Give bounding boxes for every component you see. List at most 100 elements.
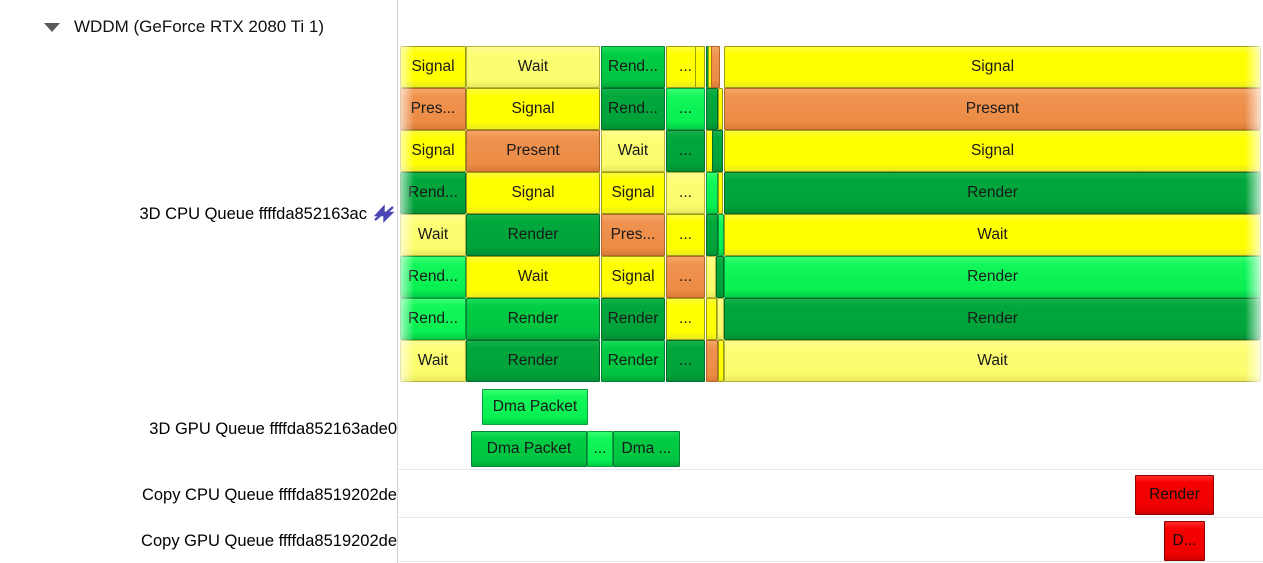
timeline-segment[interactable]: Wait — [601, 130, 665, 172]
group-header-wddm[interactable]: WDDM (GeForce RTX 2080 Ti 1) — [0, 12, 396, 42]
timeline-segment[interactable]: ... — [587, 431, 613, 467]
collapse-arrows-icon[interactable] — [371, 203, 397, 225]
timeline-segment[interactable] — [716, 256, 724, 298]
timeline-segment[interactable] — [706, 214, 718, 256]
timeline-segment[interactable]: Wait — [466, 256, 600, 298]
row-label-3d-cpu-queue[interactable]: 3D CPU Queue ffffda852163ac — [1, 201, 397, 227]
row-label-3d-gpu-queue[interactable]: 3D GPU Queue ffffda852163ade0 — [1, 416, 397, 442]
row-label-text: Copy CPU Queue ffffda8519202de — [141, 485, 397, 504]
segment-label: Signal — [970, 142, 1015, 159]
timeline-segment[interactable] — [706, 256, 716, 298]
timeline-segment[interactable] — [718, 214, 724, 256]
timeline-segment[interactable]: Render — [466, 298, 600, 340]
segment-label: Present — [506, 142, 560, 159]
segment-label: ... — [679, 58, 692, 75]
segment-label: Signal — [511, 184, 555, 201]
cpu-queue-lane: Wait Render Render... Wait — [398, 340, 1263, 382]
timeline-segment[interactable]: Signal — [724, 46, 1261, 88]
timeline-segment[interactable] — [706, 340, 718, 382]
segment-label: Render — [967, 268, 1018, 285]
segment-label: D... — [1172, 532, 1197, 549]
timeline-segment[interactable]: Render — [466, 340, 600, 382]
timeline-segment[interactable]: Render — [724, 298, 1261, 340]
timeline-segment[interactable] — [695, 46, 705, 88]
timeline-segment[interactable]: ... — [666, 88, 705, 130]
timeline-segment[interactable]: ... — [666, 256, 705, 298]
timeline-segment[interactable]: ... — [666, 298, 705, 340]
timeline-segment[interactable]: Wait — [466, 46, 600, 88]
segment-label: Render — [607, 310, 659, 327]
segment-label: ... — [679, 352, 692, 369]
timeline-segment[interactable]: Dma ... — [613, 431, 680, 467]
segment-label: ... — [679, 184, 692, 201]
timeline-segment[interactable]: Render — [1135, 475, 1214, 515]
timeline-segment[interactable]: Wait — [724, 340, 1261, 382]
timeline-segment[interactable]: Signal — [601, 256, 665, 298]
segment-label: Render — [607, 352, 659, 369]
timeline-segment[interactable]: Pres... — [400, 88, 466, 130]
timeline-segment[interactable]: Dma Packet — [482, 389, 588, 425]
timeline-segment[interactable]: Rend... — [601, 88, 665, 130]
timeline-segment[interactable]: ... — [666, 340, 705, 382]
timeline-segment[interactable]: Render — [466, 214, 600, 256]
timeline-segment[interactable]: Render — [724, 256, 1261, 298]
segment-label: Render — [967, 310, 1018, 327]
timeline-segment[interactable]: Render — [724, 172, 1261, 214]
timeline-segment[interactable] — [718, 172, 723, 214]
timeline-segment[interactable]: Signal — [724, 130, 1261, 172]
timeline-segment[interactable]: Rend... — [400, 298, 466, 340]
timeline-segment[interactable] — [717, 298, 724, 340]
timeline-segment[interactable]: Signal — [400, 46, 466, 88]
segment-label: Dma ... — [621, 440, 672, 457]
timeline-segment[interactable] — [706, 298, 717, 340]
copy-cpu-lane: Render — [398, 475, 1263, 515]
timeline-segment[interactable]: ... — [666, 214, 705, 256]
segment-label: ... — [679, 226, 692, 243]
timeline-segment[interactable]: Wait — [400, 340, 466, 382]
timeline-segment[interactable] — [718, 88, 723, 130]
timeline-segment[interactable]: Present — [466, 130, 600, 172]
row-label-copy-cpu-queue[interactable]: Copy CPU Queue ffffda8519202de — [1, 482, 397, 508]
timeline-segment[interactable] — [706, 88, 718, 130]
timeline-segment[interactable]: Dma Packet — [471, 431, 587, 467]
segment-label: Wait — [417, 352, 449, 369]
timeline-segment[interactable] — [718, 340, 724, 382]
timeline-segment[interactable] — [712, 130, 723, 172]
timeline-segment[interactable]: Signal — [400, 130, 466, 172]
timeline-segment[interactable] — [711, 46, 720, 88]
triangle-down-icon[interactable] — [44, 22, 60, 32]
timeline-segment[interactable]: Render — [601, 340, 665, 382]
segment-label: Wait — [517, 268, 549, 285]
segment-label: Pres... — [610, 226, 656, 243]
row-label-copy-gpu-queue[interactable]: Copy GPU Queue ffffda8519202de — [1, 528, 397, 554]
timeline-segment[interactable]: Render — [601, 298, 665, 340]
segment-label: Signal — [411, 142, 455, 159]
timeline-segment[interactable] — [706, 172, 718, 214]
timeline-segment[interactable]: D... — [1164, 521, 1205, 561]
segment-label: Render — [507, 310, 559, 327]
timeline-segment[interactable]: Rend... — [400, 256, 466, 298]
timeline-segment[interactable]: Wait — [724, 214, 1261, 256]
timeline-segment[interactable]: Rend... — [400, 172, 466, 214]
segment-label: ... — [679, 310, 692, 327]
segment-label: Render — [507, 352, 559, 369]
cpu-queue-lane: Rend... Wait Signal... Render — [398, 256, 1263, 298]
timeline-segment[interactable]: Signal — [466, 88, 600, 130]
segment-label: Present — [965, 100, 1020, 117]
timeline-segment[interactable]: Signal — [601, 172, 665, 214]
row-label-text: Copy GPU Queue ffffda8519202de — [141, 531, 397, 550]
timeline-segment[interactable]: ... — [666, 172, 705, 214]
cpu-queue-lane: Rend... Signal Signal... Render — [398, 172, 1263, 214]
segment-label: Dma Packet — [486, 440, 572, 457]
timeline-segment[interactable]: ... — [666, 130, 705, 172]
timeline-segment[interactable]: Rend... — [601, 46, 665, 88]
segment-label: Rend... — [408, 310, 458, 327]
timeline-segment[interactable]: Present — [724, 88, 1261, 130]
segment-label: ... — [679, 142, 692, 159]
timeline-segment[interactable]: Wait — [400, 214, 466, 256]
timeline-segment[interactable]: Signal — [466, 172, 600, 214]
timeline-segment[interactable]: Pres... — [601, 214, 665, 256]
cpu-queue-lane: Signal Present Wait... Signal — [398, 130, 1263, 172]
